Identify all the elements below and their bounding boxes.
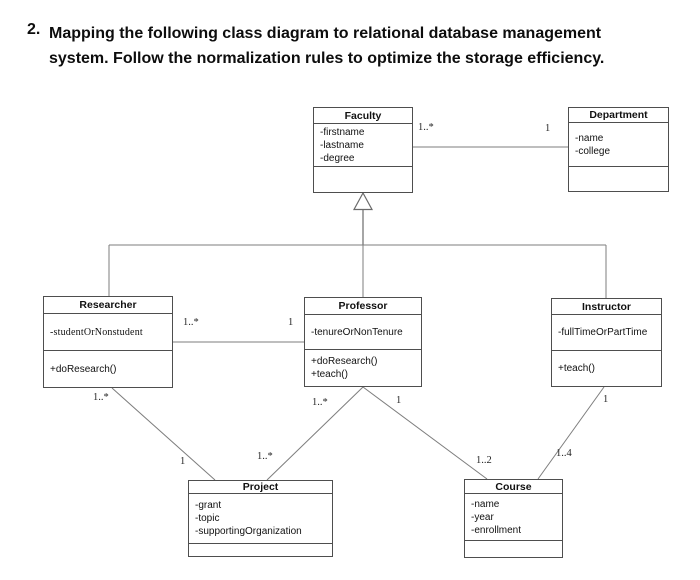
multiplicity-faculty-end: 1..*: [418, 122, 434, 133]
attribute-label: -lastname: [320, 139, 364, 151]
multiplicity-professor-course-bottom: 1..2: [476, 455, 492, 466]
operation-label: +doResearch(): [311, 356, 378, 367]
class-box-department: Department -name -college: [568, 107, 669, 192]
attribute-label: -year: [471, 511, 494, 523]
multiplicity-researcher-end: 1..*: [183, 317, 199, 328]
multiplicity-researcher-project-top: 1..*: [93, 392, 109, 403]
operation-label: +teach(): [558, 363, 595, 374]
attribute-label: -name: [575, 132, 604, 144]
class-title: Project: [189, 481, 332, 494]
attributes-compartment: -tenureOrNonTenure: [305, 315, 421, 350]
attribute-label: -enrollment: [471, 524, 522, 536]
class-title: Professor: [305, 298, 421, 315]
attribute-label: -topic: [195, 513, 220, 524]
class-box-faculty: Faculty -firstname -lastname -degree: [313, 107, 413, 193]
class-title: Course: [465, 480, 562, 494]
attributes-compartment: -fullTimeOrPartTime: [552, 315, 661, 351]
question-text-line2: system. Follow the normalization rules t…: [49, 50, 605, 67]
operations-compartment: [189, 544, 332, 556]
inheritance-triangle-icon: [352, 191, 374, 211]
attributes-compartment: -studentOrNonstudent: [44, 314, 172, 351]
attributes-compartment: -name -college: [569, 123, 668, 167]
attributes-compartment: -name -year -enrollment: [465, 494, 562, 541]
association-line-professor-project: [266, 386, 364, 481]
attribute-label: -supportingOrganization: [195, 526, 302, 537]
class-box-instructor: Instructor -fullTimeOrPartTime +teach(): [551, 298, 662, 387]
class-title: Researcher: [44, 297, 172, 314]
association-line-instructor-course: [537, 386, 605, 480]
multiplicity-professor-project-top: 1..*: [312, 397, 328, 408]
attributes-compartment: -firstname -lastname -degree: [314, 124, 412, 167]
attribute-label: -studentOrNonstudent: [50, 326, 143, 338]
class-title: Instructor: [552, 299, 661, 315]
class-box-course: Course -name -year -enrollment: [464, 479, 563, 558]
operations-compartment: +doResearch(): [44, 351, 172, 387]
operations-compartment: +teach(): [552, 351, 661, 386]
operations-compartment: [465, 541, 562, 557]
operations-compartment: [569, 167, 668, 191]
class-box-researcher: Researcher -studentOrNonstudent +doResea…: [43, 296, 173, 388]
attribute-label: -name: [471, 498, 500, 510]
multiplicity-professor-end: 1: [288, 317, 294, 328]
class-title: Faculty: [314, 108, 412, 124]
attributes-compartment: -grant -topic -supportingOrganization: [189, 494, 332, 544]
multiplicity-professor-project-bottom: 1..*: [257, 451, 273, 462]
association-line-researcher-project: [111, 387, 216, 481]
class-title: Department: [569, 108, 668, 123]
operation-label: +doResearch(): [50, 363, 117, 375]
attribute-label: -fullTimeOrPartTime: [558, 327, 648, 338]
multiplicity-professor-course-top: 1: [396, 395, 402, 406]
multiplicity-researcher-project-bottom: 1: [180, 456, 186, 467]
multiplicity-instructor-course-top: 1: [603, 394, 609, 405]
attribute-label: -grant: [195, 500, 222, 511]
attribute-label: -college: [575, 145, 611, 157]
question-text: Mapping the following class diagram to r…: [49, 21, 674, 71]
attribute-label: -tenureOrNonTenure: [311, 326, 403, 338]
operations-compartment: +doResearch() +teach(): [305, 350, 421, 386]
operation-label: +teach(): [311, 369, 348, 380]
association-line-professor-course: [362, 386, 488, 480]
attribute-label: -firstname: [320, 126, 365, 138]
class-box-project: Project -grant -topic -supportingOrganiz…: [188, 480, 333, 557]
class-box-professor: Professor -tenureOrNonTenure +doResearch…: [304, 297, 422, 387]
multiplicity-department-end: 1: [545, 123, 551, 134]
multiplicity-instructor-course-bottom: 1..4: [556, 448, 572, 459]
question-number: 2.: [27, 21, 41, 38]
operations-compartment: [314, 167, 412, 192]
question-text-line1: Mapping the following class diagram to r…: [49, 25, 602, 42]
attribute-label: -degree: [320, 152, 355, 164]
